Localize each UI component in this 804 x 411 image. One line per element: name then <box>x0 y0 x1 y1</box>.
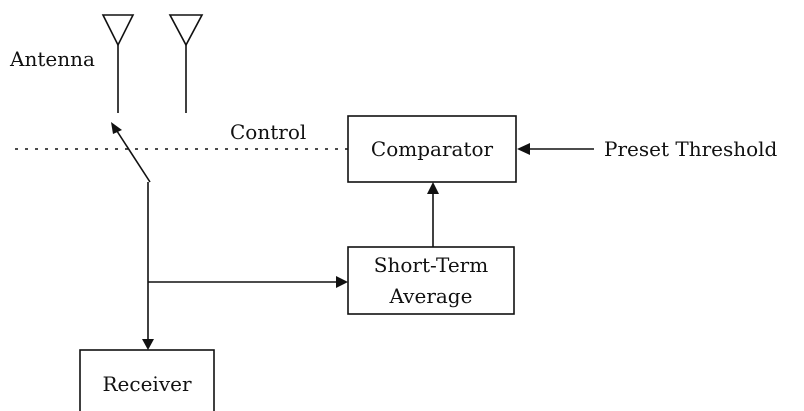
receiver-box <box>79 349 215 411</box>
antenna-2-triangle <box>168 14 204 47</box>
preset-threshold-label: Preset Threshold <box>604 137 778 161</box>
threshold-arrowhead <box>517 143 530 155</box>
antenna-1-triangle <box>101 14 135 47</box>
comparator-box <box>347 115 517 183</box>
control-label: Control <box>230 120 306 144</box>
short-term-average-box <box>347 246 515 315</box>
antenna-label: Antenna <box>9 47 95 71</box>
antenna-icon <box>101 14 135 113</box>
comparator-label: Comparator <box>371 137 494 161</box>
average-arrowhead <box>336 276 348 288</box>
receiver-label: Receiver <box>102 372 191 396</box>
switch-arrowhead <box>111 122 122 134</box>
short-term-label-line1: Short-Term <box>374 253 488 277</box>
switch-arm <box>114 127 151 183</box>
comparator-up-arrowhead <box>427 182 439 194</box>
antenna-icon <box>168 14 204 113</box>
receiver-arrowhead <box>142 339 154 350</box>
short-term-label-line2: Average <box>389 284 473 308</box>
